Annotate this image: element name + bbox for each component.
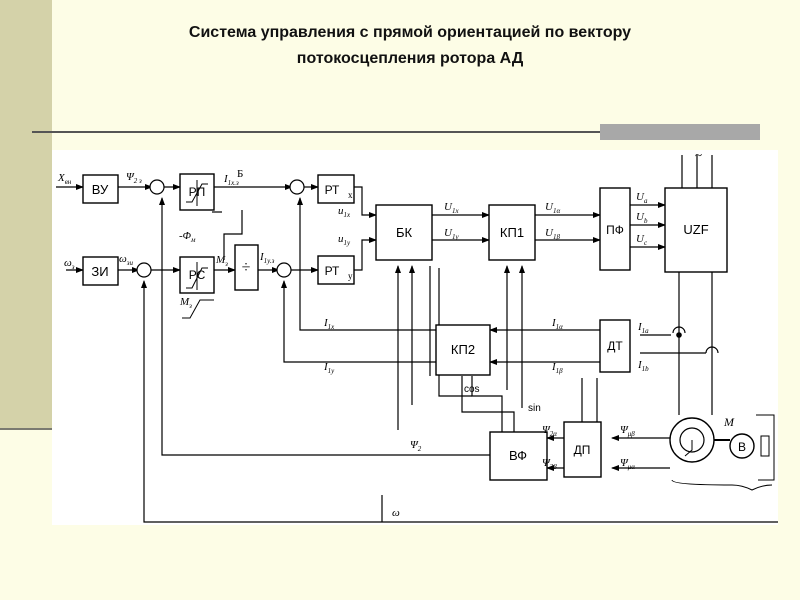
vu-label: ВУ — [92, 182, 109, 197]
omega-z-label: ωз — [64, 257, 75, 271]
block-kp1 — [488, 204, 536, 261]
minus-phi-label: -Φм — [179, 230, 196, 244]
rtx-sub: x — [348, 190, 353, 200]
block-dt — [599, 319, 631, 373]
psi2b-label: Ψ2β — [542, 457, 557, 471]
cos-label: cos — [464, 384, 480, 395]
dp-label: ДП — [574, 443, 591, 457]
sin-label: sin — [528, 403, 541, 414]
u1y-label: u1y — [338, 233, 351, 247]
wires — [56, 155, 793, 523]
block-rtx — [317, 174, 355, 204]
Ua-label: Ua — [636, 191, 648, 205]
vf-label: ВФ — [509, 448, 527, 463]
U1a-label: U1α — [545, 201, 560, 215]
rp-label: РП — [189, 185, 206, 199]
i1yz-label: I1y.з — [259, 251, 275, 265]
U1x-label: U1x — [444, 201, 459, 215]
pf-label: ПФ — [606, 223, 624, 237]
U1b-label: U1β — [545, 227, 560, 241]
divider-label: ÷ — [242, 259, 251, 276]
kp2-label: КП2 — [451, 342, 475, 357]
block-divider — [234, 244, 259, 291]
x-in-label: Xвн — [57, 172, 72, 186]
summing-junctions — [136, 179, 305, 278]
rty-label: РТ — [325, 264, 340, 278]
motor-label: M — [723, 415, 735, 429]
slide-sidebar — [0, 0, 52, 430]
block-rty — [317, 255, 355, 285]
rtx-label: РТ — [325, 183, 340, 197]
sum-junction-speed — [136, 262, 152, 278]
rs-label: РС — [189, 268, 206, 282]
block-zi — [82, 256, 119, 286]
I1y-label: I1y — [323, 361, 335, 375]
block-vu — [82, 174, 119, 204]
slide-title-line2: потокосцепления ротора АД — [296, 50, 524, 67]
title-rule-bar — [600, 124, 760, 140]
slide-title: Система управления с прямой ориентацией … — [60, 20, 760, 72]
psi2z-label: Ψ2 з — [126, 171, 142, 185]
psima-label: Ψμα — [620, 457, 635, 471]
block-bk — [375, 204, 433, 261]
Uc-label: Uc — [636, 233, 648, 247]
b-mark: Б — [237, 168, 243, 180]
diagram-svg: ВУ ЗИ РП РС ÷ РТ x РТ y БК КП1 ПФ UZF КП… — [56, 147, 793, 523]
i1xz-label: I1x.з — [223, 173, 239, 187]
sidebar-divider — [0, 428, 52, 430]
I1beta-label: I1β — [551, 361, 563, 375]
mz2-label: Mз — [179, 296, 192, 310]
omega-zi-label: ωзи — [119, 253, 134, 267]
I1b-label: I1b — [637, 359, 649, 373]
block-uzf — [664, 187, 728, 273]
omega-fb-label: ω — [392, 507, 400, 519]
dt-label: ДТ — [607, 339, 623, 353]
Ub-label: Ub — [636, 211, 648, 225]
block-vf — [489, 431, 548, 481]
sum-junction-current-x — [289, 179, 305, 195]
uzf-label: UZF — [683, 222, 708, 237]
limiter-sketches — [182, 180, 214, 319]
motor-assembly — [669, 414, 775, 491]
kp1-label: КП1 — [500, 225, 524, 240]
block-pf — [599, 187, 631, 271]
block-kp2 — [435, 324, 491, 376]
rty-sub: y — [348, 271, 353, 281]
control-diagram: ВУ ЗИ РП РС ÷ РТ x РТ y БК КП1 ПФ UZF КП… — [52, 147, 793, 525]
psi2a-label: Ψ2α — [542, 424, 557, 438]
zi-label: ЗИ — [91, 264, 108, 279]
I1alpha-label: I1α — [551, 317, 563, 331]
title-rule — [32, 131, 602, 133]
sum-junction-flux — [149, 179, 165, 195]
I1x-label: I1x — [323, 317, 335, 331]
encoder-label: B — [738, 440, 746, 454]
block-dp — [563, 421, 602, 478]
ac-label: ~ — [695, 150, 702, 162]
slide-title-line1: Система управления с прямой ориентацией … — [188, 24, 632, 41]
mz-label: Mз — [215, 254, 228, 268]
encoder-circle — [729, 433, 755, 459]
sum-junction-current-y — [276, 262, 292, 278]
u1x-label: u1x — [338, 205, 351, 219]
psimb-label: Ψμβ — [620, 424, 635, 438]
bk-label: БК — [396, 225, 413, 240]
I1a-label: I1a — [637, 321, 649, 335]
psi2fb-label: Ψ2 — [410, 439, 422, 453]
U1y-label: U1y — [444, 227, 459, 241]
